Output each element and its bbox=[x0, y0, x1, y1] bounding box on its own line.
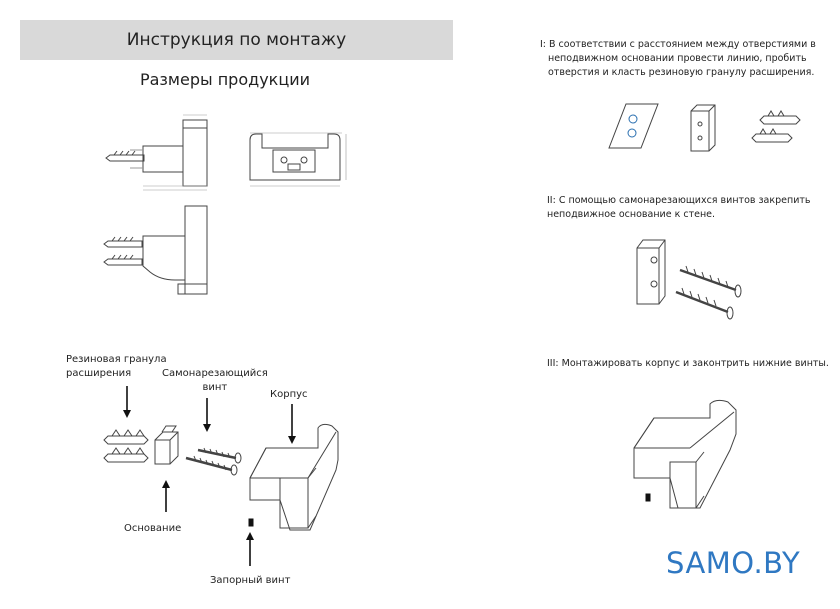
step-2-text: II: С помощью самонарезающихся винтов за… bbox=[547, 194, 811, 222]
step-3-drawing bbox=[633, 399, 737, 509]
screw-label: Самонарезающийся винт bbox=[162, 367, 268, 395]
step-1-text: I: В соответствии с расстоянием между от… bbox=[540, 38, 816, 80]
title-bar bbox=[20, 20, 453, 60]
step-2-line-1: II: С помощью самонарезающихся винтов за… bbox=[547, 195, 811, 206]
page-title: Инструкция по монтажу bbox=[126, 30, 347, 50]
screw-label-line-1: Самонарезающийся bbox=[162, 368, 268, 379]
body-label: Корпус bbox=[270, 389, 308, 400]
step-3-text: III: Монтажировать корпус и законтрить н… bbox=[547, 357, 829, 371]
step-2-line-2: неподвижное основание к стене. bbox=[547, 209, 716, 220]
step-2-drawing bbox=[636, 239, 742, 320]
hook-side-view-installed-drawing bbox=[103, 205, 208, 295]
rubber-label: Резиновая гранула расширения bbox=[66, 353, 167, 381]
step-3-line-1: III: Монтажировать корпус и законтрить н… bbox=[547, 358, 829, 369]
step-1-line-2: неподвижном основании провести линию, пр… bbox=[548, 53, 807, 64]
exploded-view-drawing bbox=[103, 423, 339, 531]
step-1-line-3: отверстия и класть резиновую гранулу рас… bbox=[548, 67, 815, 78]
step-1-drawing bbox=[608, 103, 801, 152]
base-label: Основание bbox=[124, 523, 182, 534]
hook-front-view-drawing bbox=[249, 132, 347, 187]
callout-arrows bbox=[123, 386, 296, 566]
brand-logo: SAMO.BY bbox=[666, 546, 801, 580]
rubber-label-line-2: расширения bbox=[66, 368, 132, 379]
step-1-line-1: I: В соответствии с расстоянием между от… bbox=[540, 39, 816, 50]
hook-side-view-drawing bbox=[105, 114, 208, 191]
screw-label-line-2: винт bbox=[202, 382, 228, 393]
section-subtitle: Размеры продукции bbox=[139, 70, 311, 89]
lock-screw-label: Запорный винт bbox=[210, 575, 291, 586]
rubber-label-line-1: Резиновая гранула bbox=[66, 354, 167, 365]
